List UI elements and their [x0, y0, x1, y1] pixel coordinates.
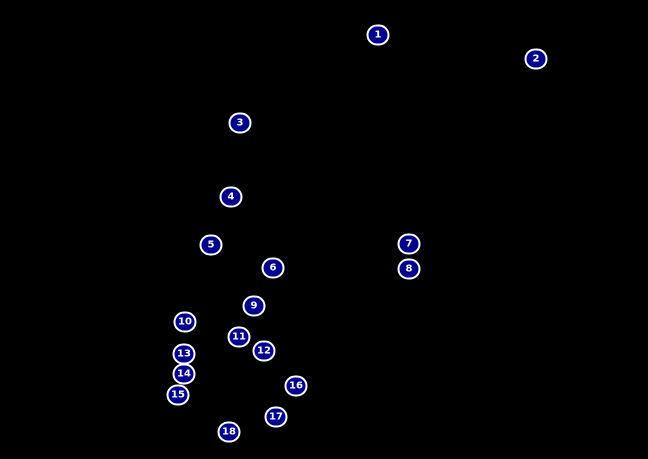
som-marker-1[interactable]: 1 — [366, 24, 390, 46]
som-marker-16[interactable]: 16 — [284, 375, 308, 397]
som-marker-4[interactable]: 4 — [219, 186, 243, 208]
som-marker-11[interactable]: 11 — [227, 326, 251, 348]
som-marker-14[interactable]: 14 — [172, 363, 196, 385]
som-marker-3[interactable]: 3 — [228, 112, 252, 134]
som-marker-17[interactable]: 17 — [264, 406, 288, 428]
som-marker-9[interactable]: 9 — [242, 295, 266, 317]
som-marker-7[interactable]: 7 — [397, 233, 421, 255]
som-marker-10[interactable]: 10 — [173, 311, 197, 333]
som-marker-15[interactable]: 15 — [166, 384, 190, 406]
som-marker-6[interactable]: 6 — [261, 257, 285, 279]
som-marker-13[interactable]: 13 — [172, 343, 196, 365]
som-marker-18[interactable]: 18 — [217, 421, 241, 443]
som-marker-5[interactable]: 5 — [199, 234, 223, 256]
som-marker-8[interactable]: 8 — [397, 258, 421, 280]
som-marker-12[interactable]: 12 — [252, 340, 276, 362]
som-marker-2[interactable]: 2 — [524, 48, 548, 70]
